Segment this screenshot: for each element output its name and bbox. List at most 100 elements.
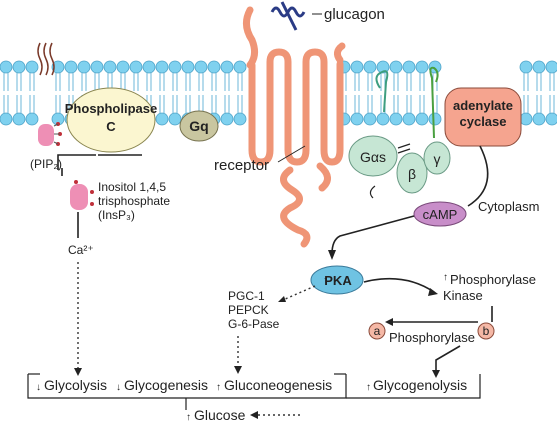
lipid-head [142, 60, 156, 74]
pip2-label: (PIP₂) [30, 157, 62, 171]
gamma-subunit [423, 141, 451, 175]
phosphorylase-label: Phosphorylase [389, 330, 475, 345]
g6pase-label: G-6-Pase [228, 317, 280, 331]
lipid-head [233, 60, 247, 74]
svg-text:b: b [483, 324, 490, 338]
phosphorylase-b [477, 322, 495, 340]
phosphorylase-a [368, 322, 386, 340]
lipid-head [90, 60, 104, 74]
svg-text:↑: ↑ [186, 412, 191, 423]
pka-label: PKA [324, 273, 352, 288]
lipid-head [103, 60, 117, 74]
receptor-label: receptor [214, 157, 269, 174]
lipid-head [194, 60, 208, 74]
svg-text:↑: ↑ [216, 382, 221, 393]
lipid-head [155, 112, 169, 126]
beta-label: β [408, 166, 416, 182]
phospholipase-label: Phospholipase [65, 101, 157, 116]
gamma-label: γ [434, 151, 441, 167]
lipid-head [220, 60, 234, 74]
beta-subunit [396, 152, 428, 194]
receptor [243, 6, 346, 248]
inositol-label-1: Inositol 1,4,5 [98, 180, 166, 194]
glucose-label: Glucose [194, 407, 246, 423]
lipid-head [51, 60, 65, 74]
phospholipase-c-label: C [106, 119, 116, 134]
phosphorylase-kinase-label-2: Kinase [443, 288, 483, 303]
lipid-head [428, 60, 442, 74]
lipid-head [545, 60, 557, 74]
svg-text:↑: ↑ [366, 382, 371, 393]
svg-text:↓: ↓ [36, 382, 41, 393]
camp [413, 201, 467, 227]
gq-protein [179, 110, 219, 142]
adenylate-label: adenylate [453, 98, 513, 113]
lipid-head [519, 60, 533, 74]
glycogenolysis-label: Glycogenolysis [373, 377, 467, 393]
lipid-head [0, 60, 13, 74]
lipid-head [168, 112, 182, 126]
lipid-head [415, 112, 429, 126]
pip2-head [38, 124, 54, 146]
lipid-head [350, 60, 364, 74]
lipid-head [129, 60, 143, 74]
glycogenesis-label: Glycogenesis [124, 377, 208, 393]
lipid-head [12, 60, 26, 74]
phospholipase-c [66, 87, 156, 153]
lipid-head [376, 112, 390, 126]
glycolysis-label: Glycolysis [44, 377, 107, 393]
lipid-head [389, 112, 403, 126]
g-alpha-s-label: Gαs [360, 149, 386, 165]
g-alpha-s [348, 135, 398, 177]
svg-text:↑: ↑ [323, 275, 328, 286]
glucagon-ligand-stem [280, 1, 298, 31]
lipid-head [25, 60, 39, 74]
lipid-head [545, 112, 557, 126]
pip2-lipid [37, 42, 62, 146]
calcium-label: Ca²⁺ [68, 243, 94, 257]
adenylate-cyclase [444, 87, 522, 147]
lipid-head [116, 60, 130, 74]
lipid-head [0, 112, 13, 126]
lipid-head [12, 112, 26, 126]
lipid-head [363, 112, 377, 126]
lipid-head [25, 112, 39, 126]
pgc1-label: PGC-1 [228, 289, 265, 303]
lipid-head [363, 60, 377, 74]
camp-label: cAMP [423, 207, 458, 222]
cytoplasm-label: Cytoplasm [478, 199, 539, 214]
pepck-label: PEPCK [228, 303, 269, 317]
lipid-head [389, 60, 403, 74]
lipid-head [428, 112, 442, 126]
lipid-head [220, 112, 234, 126]
lipid-head [532, 60, 546, 74]
inositol-label-3: (InsP₃) [98, 208, 135, 222]
glucagon-label: glucagon [324, 6, 385, 23]
svg-text:↓: ↓ [116, 382, 121, 393]
lipid-head [402, 60, 416, 74]
lipid-head [233, 112, 247, 126]
gluconeogenesis-label: Gluconeogenesis [224, 377, 332, 393]
lipid-head [402, 112, 416, 126]
lipid-head [168, 60, 182, 74]
lipid-head [77, 60, 91, 74]
lipid-head [350, 112, 364, 126]
pka [310, 265, 364, 295]
lipid-head [155, 60, 169, 74]
svg-text:a: a [374, 324, 381, 338]
lipid-head [532, 112, 546, 126]
gq-label: Gq [189, 118, 208, 134]
cyclase-label: cyclase [460, 114, 507, 129]
phosphorylase-kinase-label-1: Phosphorylase [450, 272, 536, 287]
svg-text:↑: ↑ [443, 272, 448, 283]
lipid-head [519, 112, 533, 126]
inositol-label-2: trisphosphate [98, 194, 170, 208]
lipid-head [376, 60, 390, 74]
lipid-head [181, 60, 195, 74]
lipid-head [64, 60, 78, 74]
lipid-head [415, 60, 429, 74]
insp3 [70, 184, 88, 210]
lipid-head [207, 60, 221, 74]
